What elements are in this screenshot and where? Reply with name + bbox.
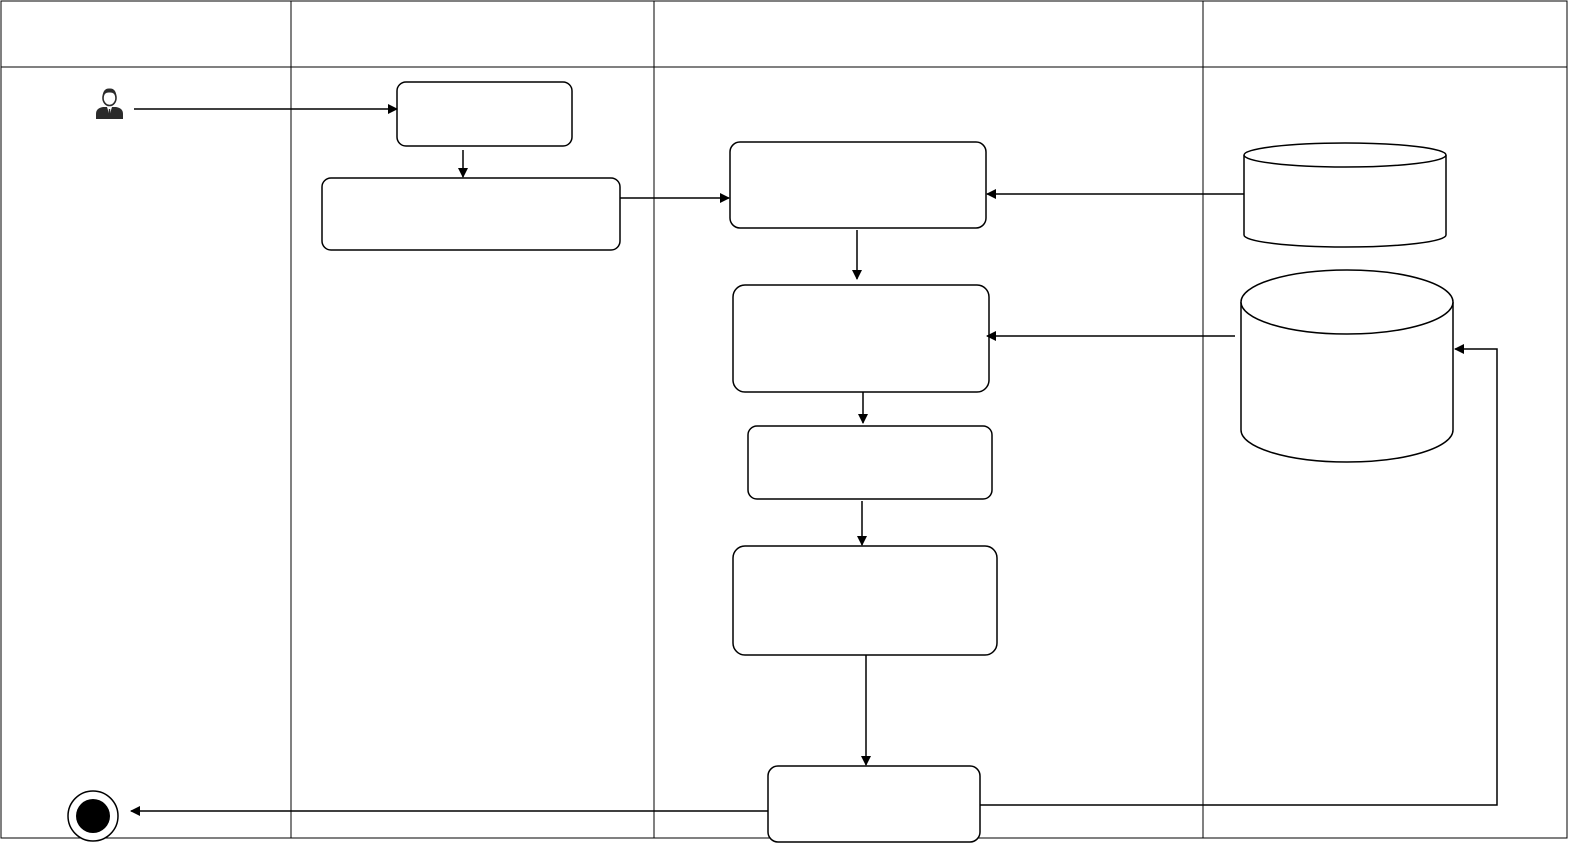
end-state-icon — [67, 790, 119, 842]
database-top — [1243, 142, 1447, 248]
user-icon — [96, 88, 123, 119]
process-box-3 — [747, 425, 993, 500]
process-box-4 — [732, 545, 998, 656]
arrow-process5-to-dbbottom — [980, 344, 1498, 806]
database-bottom — [1240, 269, 1454, 463]
start-activity-box — [396, 81, 573, 147]
process-box-2 — [732, 284, 990, 393]
process-box-1 — [729, 141, 987, 229]
lane2-activity-box — [321, 177, 621, 251]
process-box-5 — [767, 765, 981, 843]
